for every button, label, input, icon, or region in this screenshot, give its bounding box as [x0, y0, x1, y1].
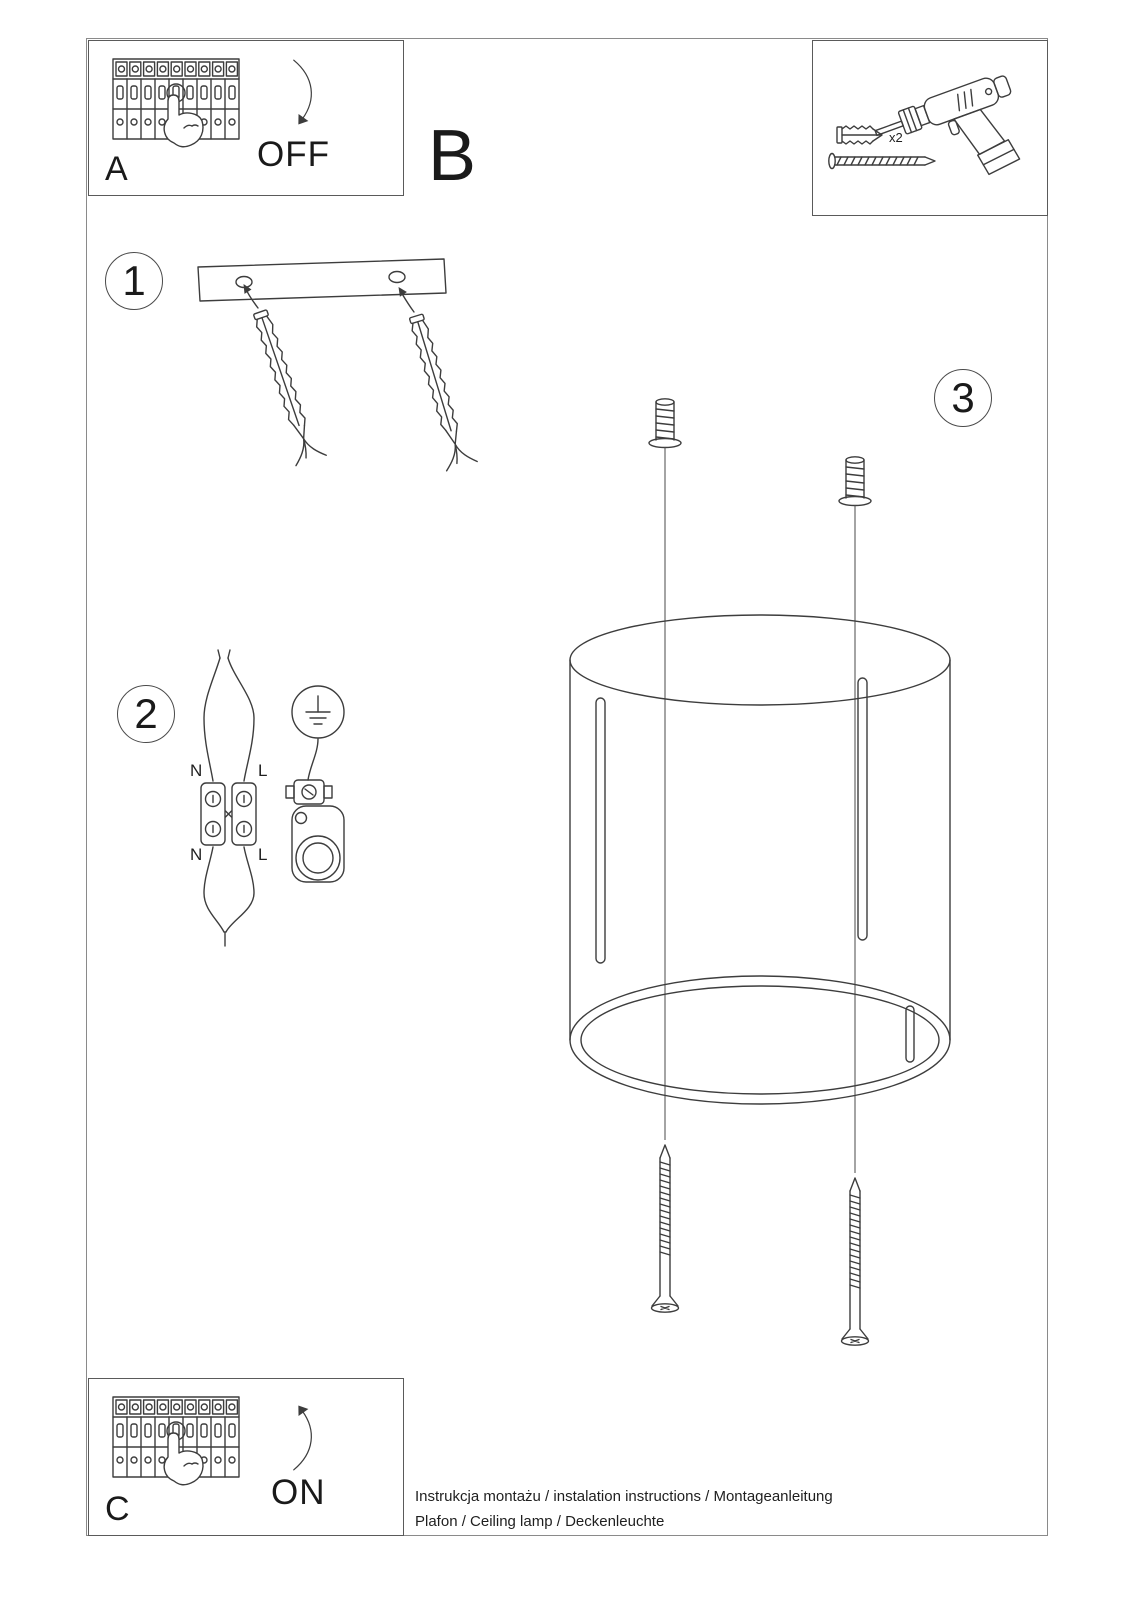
wire-label-l-bottom: L: [258, 845, 267, 864]
arrow-down-icon: [293, 59, 312, 125]
wall-anchor-icon: [836, 125, 883, 145]
step-1-badge: 1: [105, 252, 163, 310]
threaded-post-right: [838, 456, 872, 507]
ground-icon: [291, 685, 345, 739]
lamp-wires: [203, 846, 255, 947]
step3-illustration: [569, 398, 951, 1346]
footer-line-1: Instrukcja montażu / instalation instruc…: [415, 1488, 833, 1505]
step2-illustration: N L N L: [190, 649, 345, 947]
insert-arrow-right: [398, 287, 415, 313]
circuit-breaker-illustration: [112, 58, 240, 148]
footer-line-2: Plafon / Ceiling lamp / Deckenleuchte: [415, 1513, 665, 1530]
mounting-screw-right: [840, 1177, 870, 1346]
screw-icon: [828, 152, 936, 170]
mounting-bracket: [197, 258, 447, 302]
light-slot-right: [857, 677, 868, 941]
wire-label-l-top: L: [258, 761, 267, 780]
section-c-label: C: [105, 1490, 130, 1528]
wall-anchor-icon: [399, 310, 478, 472]
section-a-label: A: [105, 150, 128, 188]
circuit-breaker-illustration: [112, 1396, 240, 1486]
hardware-illustration: x2: [828, 75, 1021, 176]
hardware-box: x2: [812, 40, 1048, 216]
drill-icon: [874, 75, 1021, 176]
power-on-label: ON: [271, 1473, 326, 1512]
section-b-label: B: [428, 116, 477, 196]
step-1-number: 1: [122, 257, 146, 304]
step-3-number: 3: [951, 374, 975, 421]
page-border: [86, 38, 1048, 1536]
step-2-badge: 2: [117, 685, 175, 743]
step1-illustration: [197, 258, 478, 472]
lamp-cylinder: [569, 614, 951, 1105]
power-off-box: OFF A: [88, 40, 404, 196]
wire-label-n-top: N: [190, 761, 202, 780]
light-slot-inner: [905, 1005, 915, 1063]
terminal-block: [200, 782, 257, 846]
supply-wires: [203, 649, 255, 782]
wire-label-n-bottom: N: [190, 845, 202, 864]
mounting-screw-left: [650, 1144, 680, 1313]
cable-clamp: [285, 779, 345, 883]
threaded-post-left: [648, 398, 682, 449]
wall-anchor-icon: [244, 306, 327, 467]
step-3-badge: 3: [934, 369, 992, 427]
power-off-label: OFF: [257, 135, 330, 174]
light-slot-left: [595, 697, 606, 964]
insert-arrow-left: [243, 284, 259, 309]
ground-wire: [307, 738, 319, 781]
step-2-number: 2: [134, 690, 158, 737]
power-on-box: ON C: [88, 1378, 404, 1536]
arrow-up-icon: [293, 1405, 312, 1471]
footer: Instrukcja montażu / instalation instruc…: [415, 1484, 833, 1534]
anchor-count-label: x2: [889, 130, 903, 145]
